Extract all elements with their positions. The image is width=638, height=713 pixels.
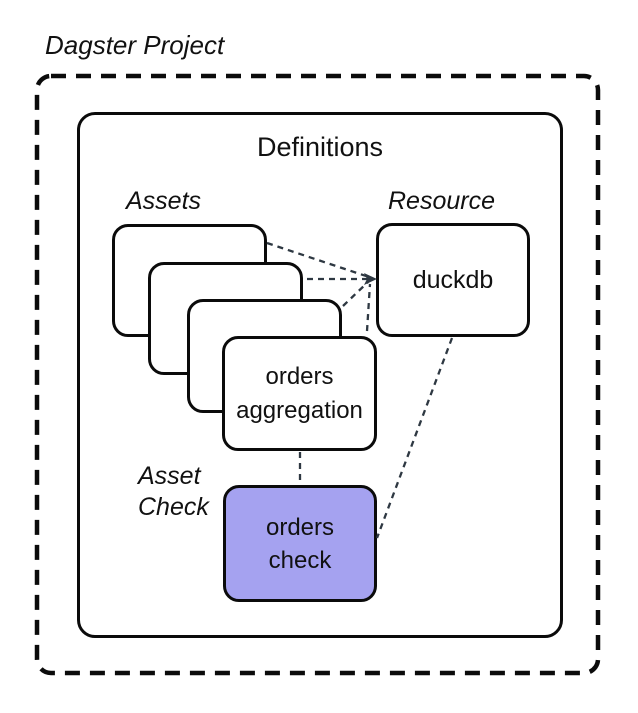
asset-node-orders-aggregation: orders aggregation <box>222 336 377 451</box>
orders-aggregation-label-line2: aggregation <box>236 396 363 424</box>
asset-check-node-orders-check: orders check <box>223 485 377 602</box>
assets-group-label: Assets <box>126 187 202 215</box>
definitions-label: Definitions <box>256 132 384 162</box>
orders-aggregation-label-line1: orders <box>265 362 334 390</box>
orders-check-label-line2: check <box>268 546 332 574</box>
asset-check-group-label: Asset Check <box>138 461 209 523</box>
asset-check-label-line1: Asset <box>138 462 201 490</box>
resource-group-label: Resource <box>388 187 495 215</box>
duckdb-label: duckdb <box>412 265 494 294</box>
orders-check-label-line1: orders <box>265 513 335 541</box>
asset-check-label-line2: Check <box>138 493 209 521</box>
resource-node-duckdb: duckdb <box>376 223 530 337</box>
diagram-title: Dagster Project <box>45 30 225 60</box>
